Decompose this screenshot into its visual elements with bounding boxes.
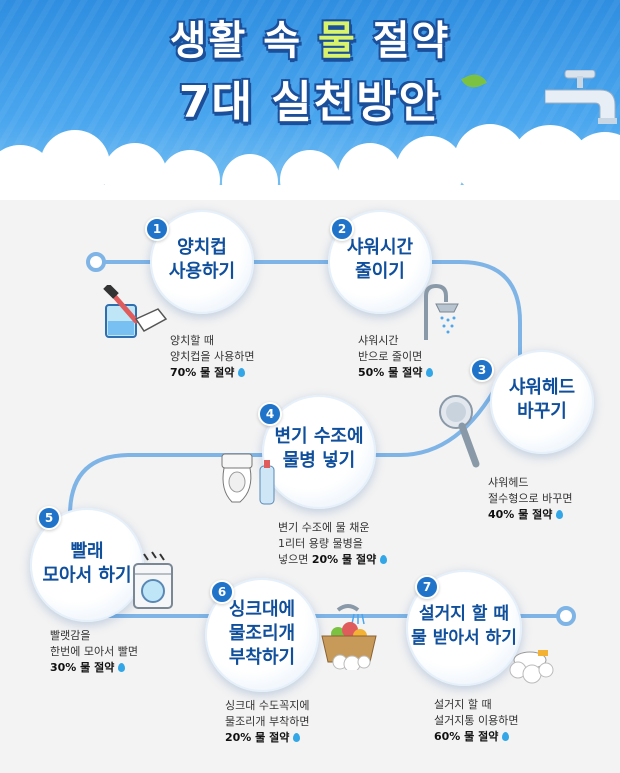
step-2-saving: 50% 물 절약 <box>358 366 423 379</box>
step-6-title-line3: 부착하기 <box>228 647 296 668</box>
step-6-description: 싱크대 수도꼭지에 물조리개 부착하면 20% 물 절약 <box>225 698 309 746</box>
step-5-desc-line2: 한번에 모아서 빨면 <box>50 645 138 658</box>
step-2-desc-line1: 샤워시간 <box>358 334 399 347</box>
step-4-badge: 4 <box>258 402 282 426</box>
step-4-title-line1: 변기 수조에 <box>274 426 364 447</box>
step-1-desc-line2: 양치컵을 사용하면 <box>170 350 255 363</box>
step-5-title: 빨래 모아서 하기 <box>32 540 142 588</box>
title-text-end: 절약 <box>356 18 451 64</box>
step-3-description: 샤워헤드 절수형으로 바꾸면 40% 물 절약 <box>488 475 572 523</box>
water-drop-icon <box>118 663 126 672</box>
step-3-circle: 샤워헤드 바꾸기 <box>490 350 594 454</box>
step-3-desc-line2: 절수형으로 바꾸면 <box>488 492 573 505</box>
step-1-title-line2: 사용하기 <box>168 261 236 282</box>
step-4-desc-line2: 1리터 용량 물병을 <box>278 537 363 550</box>
step-2-description: 샤워시간 반으로 줄이면 50% 물 절약 <box>358 333 434 381</box>
step-7-title: 설거지 할 때 물 받아서 하기 <box>408 602 520 650</box>
step-6-title-line2: 물조리개 <box>228 623 296 644</box>
title-line1: 생활 속 물 절약 <box>0 8 620 66</box>
step-5-saving: 30% 물 절약 <box>50 661 115 674</box>
title-line2: 7대 실천방안 <box>178 77 442 128</box>
shower-head-icon <box>439 395 480 468</box>
water-drop-icon <box>556 510 564 519</box>
shower-icon <box>424 283 459 340</box>
step-1-saving: 70% 물 절약 <box>170 366 235 379</box>
step-5-title-line1: 빨래 <box>70 541 104 562</box>
step-1-badge: 1 <box>145 217 169 241</box>
toilet-bottle-icon <box>221 453 275 505</box>
water-drop-icon <box>293 733 301 742</box>
step-2-title-line1: 샤워시간 <box>346 237 414 258</box>
step-4-desc-line3: 넣으면 <box>278 553 312 566</box>
step-6-title-line1: 싱크대에 <box>228 599 296 620</box>
step-1-title: 양치컵 사용하기 <box>152 236 252 284</box>
step-6-desc-line2: 물조리개 부착하면 <box>225 715 310 728</box>
step-3-title: 샤워헤드 바꾸기 <box>492 376 592 424</box>
step-6-title: 싱크대에 물조리개 부착하기 <box>207 598 317 670</box>
step-3-saving: 40% 물 절약 <box>488 508 553 521</box>
step-2-badge: 2 <box>330 217 354 241</box>
step-7-badge: 7 <box>415 575 439 599</box>
toothbrush-cup-icon <box>103 285 168 338</box>
step-2-desc-line2: 반으로 줄이면 <box>358 350 423 363</box>
step-1-desc-line1: 양치할 때 <box>170 334 214 347</box>
step-7-title-line2: 물 받아서 하기 <box>411 628 517 648</box>
step-2-title-line2: 줄이기 <box>355 261 405 282</box>
sink-vegetables-icon <box>321 604 377 670</box>
step-3-desc-line1: 샤워헤드 <box>488 476 529 489</box>
step-1-description: 양치할 때 양치컵을 사용하면 70% 물 절약 <box>170 333 254 381</box>
water-drop-icon <box>502 732 510 741</box>
step-7-saving: 60% 물 절약 <box>434 730 499 743</box>
step-7-title-line1: 설거지 할 때 <box>418 604 510 624</box>
step-7-desc-line1: 설거지 할 때 <box>434 698 492 711</box>
step-4-description: 변기 수조에 물 채운 1리터 용량 물병을 넣으면 20% 물 절약 <box>278 520 388 568</box>
step-4-title: 변기 수조에 물병 넣기 <box>264 425 374 473</box>
header-banner: 생활 속 물 절약 7대 실천방안 <box>0 0 620 200</box>
step-2-title: 샤워시간 줄이기 <box>330 236 430 284</box>
water-drop-icon <box>380 555 388 564</box>
dish-tub-icon <box>509 650 554 684</box>
step-3-title-line2: 바꾸기 <box>517 401 567 422</box>
step-4-saving: 20% 물 절약 <box>311 553 377 566</box>
step-5-desc-line1: 빨랫감을 <box>50 629 91 642</box>
title-text: 생활 속 <box>169 18 318 64</box>
step-6-badge: 6 <box>210 580 234 604</box>
step-5-badge: 5 <box>37 506 61 530</box>
step-4-desc-line1: 변기 수조에 물 채운 <box>278 521 370 534</box>
step-5-description: 빨랫감을 한번에 모아서 빨면 30% 물 절약 <box>50 628 138 676</box>
step-3-title-line1: 샤워헤드 <box>508 377 576 398</box>
step-6-saving: 20% 물 절약 <box>225 731 290 744</box>
water-drop-icon <box>238 368 246 377</box>
water-drop-icon <box>426 368 434 377</box>
washing-machine-icon <box>133 551 173 609</box>
title-highlight: 물 <box>317 18 357 64</box>
step-1-title-line1: 양치컵 <box>177 237 227 258</box>
step-4-title-line2: 물병 넣기 <box>282 450 356 471</box>
faucet-icon <box>545 70 617 124</box>
step-7-description: 설거지 할 때 설거지통 이용하면 60% 물 절약 <box>434 697 518 745</box>
step-7-desc-line2: 설거지통 이용하면 <box>434 714 519 727</box>
cloud-decoration <box>0 124 620 200</box>
step-3-badge: 3 <box>470 358 494 382</box>
step-6-desc-line1: 싱크대 수도꼭지에 <box>225 699 310 712</box>
step-5-title-line2: 모아서 하기 <box>42 565 132 586</box>
